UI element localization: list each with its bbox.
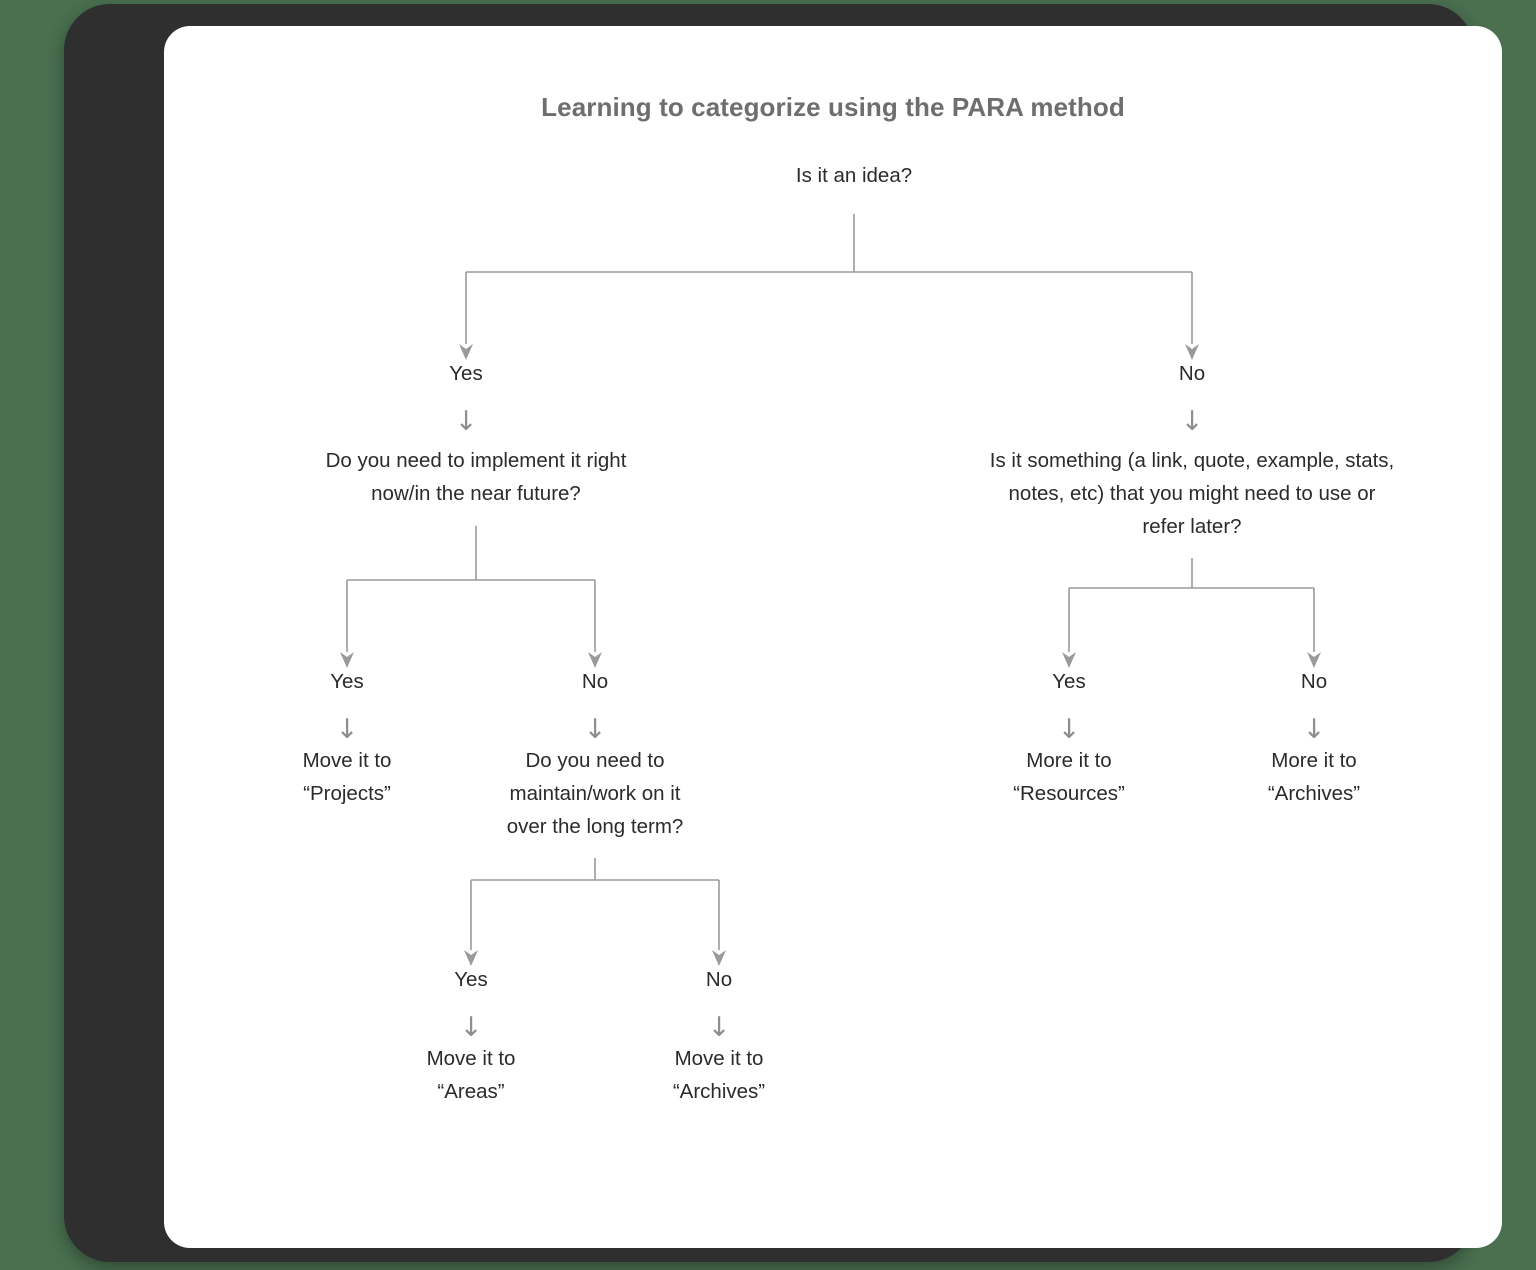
edge-label-right-q1-yes: Yes xyxy=(1052,670,1086,693)
down-arrow-icon: ↓ xyxy=(1302,714,1326,745)
device-bezel: Learning to categorize using the PARA me… xyxy=(64,4,1502,1262)
diagram-card: Learning to categorize using the PARA me… xyxy=(164,26,1502,1248)
connector-lines xyxy=(340,214,1321,966)
edge-label-left-q2-no: No xyxy=(705,968,733,991)
node-move-to-resources: More it to “Resources” xyxy=(1013,749,1125,805)
down-arrow-icon: ↓ xyxy=(335,714,359,745)
down-arrow-icon: ↓ xyxy=(454,406,478,437)
node-right-question-reference: Is it something (a link, quote, example,… xyxy=(989,449,1395,538)
flowchart-canvas: Learning to categorize using the PARA me… xyxy=(164,26,1502,1248)
down-arrow-icon: ↓ xyxy=(583,714,607,745)
edge-label-left-q1-no: No xyxy=(581,670,609,693)
node-move-to-archives-left: Move it to “Archives” xyxy=(672,1047,766,1103)
edge-label-root-yes: Yes xyxy=(449,362,483,385)
node-move-to-projects: Move it to “Projects” xyxy=(302,749,392,805)
node-root: Is it an idea? xyxy=(795,164,913,187)
edge-label-left-q1-yes: Yes xyxy=(330,670,364,693)
edge-label-left-q2-yes: Yes xyxy=(454,968,488,991)
edge-label-right-q1-no: No xyxy=(1300,670,1328,693)
node-left-question-maintain: Do you need to maintain/work on it over … xyxy=(506,749,684,838)
down-arrow-icon: ↓ xyxy=(1057,714,1081,745)
down-arrow-icon: ↓ xyxy=(1180,406,1204,437)
page-title: Learning to categorize using the PARA me… xyxy=(541,92,1125,122)
node-move-to-archives-right: More it to “Archives” xyxy=(1267,749,1361,805)
down-arrow-icon: ↓ xyxy=(459,1012,483,1043)
down-arrow-icon: ↓ xyxy=(707,1012,731,1043)
node-left-question-implement: Do you need to implement it right now/in… xyxy=(325,449,627,505)
node-move-to-areas: Move it to “Areas” xyxy=(426,1047,516,1103)
edge-label-root-no: No xyxy=(1178,362,1206,385)
